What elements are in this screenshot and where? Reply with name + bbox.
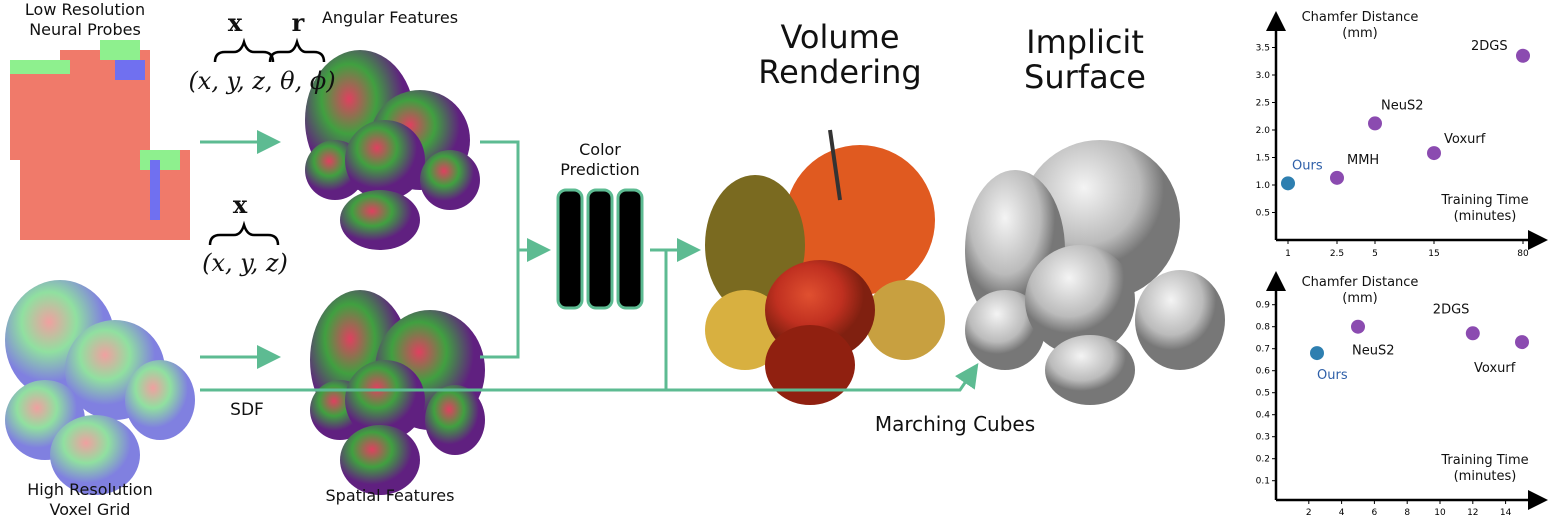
point-ours xyxy=(1310,346,1324,361)
point-label-neus2: NeuS2 xyxy=(1352,344,1395,359)
point-ours xyxy=(1281,176,1295,191)
spatial-features-image xyxy=(310,290,485,495)
angular-features-label: Angular Features xyxy=(321,8,459,27)
high-res-label: High Resolution Voxel Grid xyxy=(27,480,153,519)
point-label-voxurf: Voxurf xyxy=(1474,361,1516,376)
rendered-fruit-image xyxy=(705,129,945,405)
y-tick-label: 0.3 xyxy=(1256,433,1270,443)
x-tick-label: 5 xyxy=(1372,249,1378,259)
chart1-xlabel: Training Time (minutes) xyxy=(1441,193,1529,225)
x-tick-label: 4 xyxy=(1339,508,1345,518)
x-tick-label: 6 xyxy=(1372,508,1378,518)
volume-rendering-title: Volume Rendering xyxy=(758,18,922,92)
x-tick-label: 2 xyxy=(1306,508,1312,518)
point-voxurf xyxy=(1515,335,1529,350)
point-2dgs xyxy=(1516,48,1530,63)
angular-features-image xyxy=(305,50,480,250)
y-tick-label: 0.5 xyxy=(1256,389,1270,399)
color-prediction-label: Color Prediction xyxy=(560,140,640,179)
brace-x-top xyxy=(213,37,275,63)
point-label-2dgs: 2DGS xyxy=(1433,302,1470,317)
point-voxurf xyxy=(1427,146,1441,161)
coords-top: (x, y, z, θ, ϕ) xyxy=(188,67,336,95)
x-tick-label: 1 xyxy=(1285,249,1291,259)
y-tick-label: 3.5 xyxy=(1256,44,1270,54)
point-mmh xyxy=(1330,170,1344,185)
brace-r xyxy=(268,37,326,63)
brace-x-bottom xyxy=(208,220,280,246)
y-tick-label: 0.8 xyxy=(1256,323,1271,333)
chart2-ylabel: Chamfer Distance (mm) xyxy=(1301,275,1419,307)
y-tick-label: 2.0 xyxy=(1256,126,1271,136)
y-tick-label: 0.5 xyxy=(1256,209,1270,219)
point-label-2dgs: 2DGS xyxy=(1471,39,1508,54)
point-2dgs xyxy=(1465,326,1480,341)
implicit-surface-title: Implicit Surface xyxy=(1024,23,1146,97)
x-tick-label: 12 xyxy=(1467,508,1478,518)
chart1-ylabel: Chamfer Distance (mm) xyxy=(1301,10,1419,42)
y-tick-label: 0.7 xyxy=(1256,345,1270,355)
chart2-xlabel: Training Time (minutes) xyxy=(1441,453,1529,485)
x-tick-label: 15 xyxy=(1428,249,1439,259)
x-tick-label: 10 xyxy=(1434,508,1446,518)
x-bold-top: x xyxy=(227,8,243,37)
x-tick-label: 8 xyxy=(1404,508,1410,518)
marching-cubes-label: Marching Cubes xyxy=(874,412,1036,436)
x-tick-label: 2.5 xyxy=(1330,249,1344,259)
y-tick-label: 1.0 xyxy=(1256,181,1271,191)
point-label-voxurf: Voxurf xyxy=(1444,132,1486,147)
y-tick-label: 3.0 xyxy=(1256,71,1271,81)
point-label-mmh: MMH xyxy=(1347,153,1379,168)
point-label-neus2: NeuS2 xyxy=(1381,98,1424,113)
spatial-features-label: Spatial Features xyxy=(325,486,455,505)
color-prediction-mlp xyxy=(556,188,644,310)
y-tick-label: 0.6 xyxy=(1256,367,1271,377)
point-label-ours: Ours xyxy=(1292,158,1323,173)
y-tick-label: 1.5 xyxy=(1256,154,1270,164)
sdf-label: SDF xyxy=(230,400,264,420)
low-res-probes-image xyxy=(10,40,190,240)
y-tick-label: 0.4 xyxy=(1256,411,1271,421)
x-tick-label: 14 xyxy=(1500,508,1512,518)
x-tick-label: 80 xyxy=(1517,249,1529,259)
flow-arrows xyxy=(200,130,979,392)
y-tick-label: 2.5 xyxy=(1256,99,1270,109)
r-bold: r xyxy=(291,8,305,37)
mesh-surface-image xyxy=(965,140,1225,405)
point-label-ours: Ours xyxy=(1317,368,1348,383)
point-neus2 xyxy=(1368,116,1382,131)
charts: 1 2.5 5 15 80 0.5 1.0 1.5 2.0 2.5 3.0 3.5 2 4 6 8 10 12 14… xyxy=(1256,11,1548,518)
x-bold-bottom: x xyxy=(232,190,248,219)
point-neus2 xyxy=(1351,319,1365,334)
high-res-voxel-grid-image xyxy=(5,280,195,495)
y-tick-label: 0.2 xyxy=(1256,455,1270,465)
y-tick-label: 0.9 xyxy=(1256,301,1271,311)
low-res-label: Low Resolution Neural Probes xyxy=(24,0,146,39)
y-tick-label: 0.1 xyxy=(1256,477,1270,487)
coords-bottom: (x, y, z) xyxy=(202,249,288,277)
